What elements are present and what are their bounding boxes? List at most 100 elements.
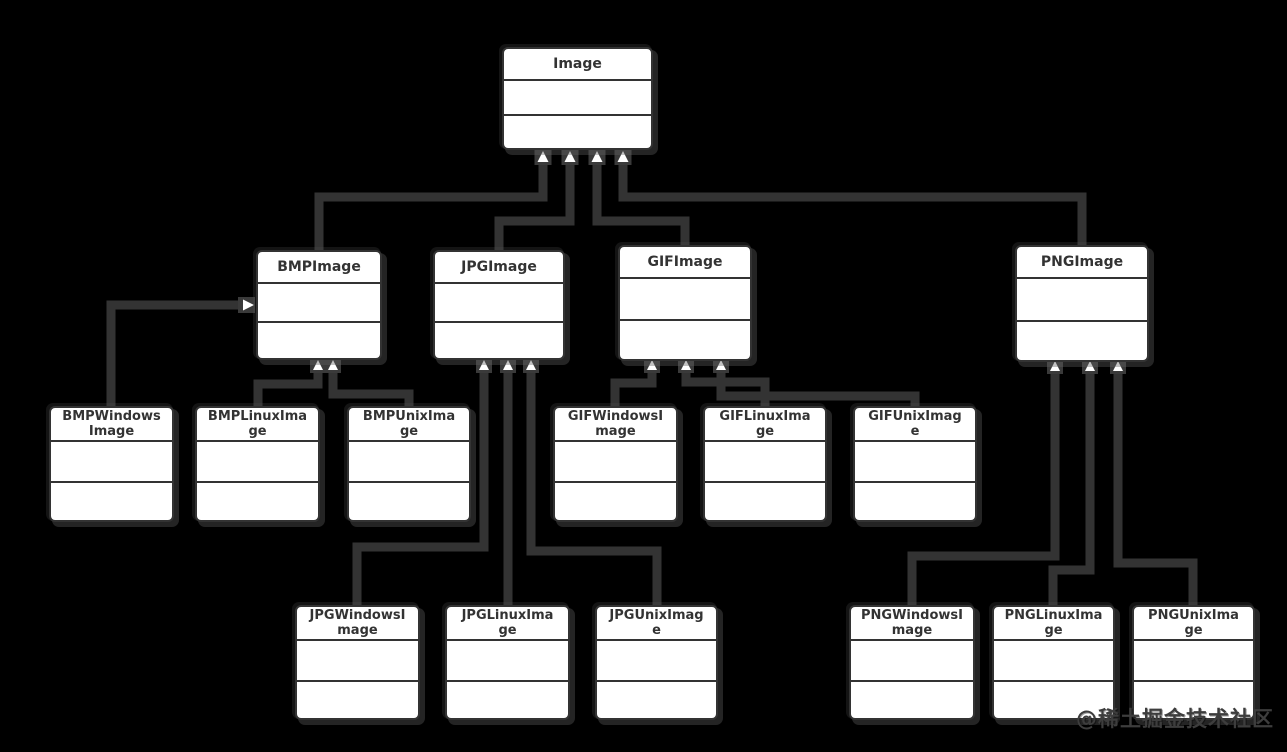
connector-gifwindowsimage-to-gifimage (610, 371, 657, 409)
class-box-jpglinuximage: JPGLinuxImage (445, 605, 570, 720)
connector-pngimage-to-image (618, 158, 1087, 248)
connector-pngunximage-to-pngimage (1113, 372, 1198, 608)
class-name: PNGUnixImage (1148, 608, 1239, 638)
class-box-gifimage: GIFImage (618, 245, 752, 361)
attributes-compartment (504, 79, 651, 114)
class-box-pngunximage: PNGUnixImage (1132, 605, 1255, 720)
attributes-compartment (994, 639, 1113, 680)
operations-compartment (447, 679, 568, 718)
attributes-compartment (258, 282, 380, 321)
class-name: JPGWindowsImage (309, 608, 406, 638)
class-box-image: Image (502, 47, 653, 150)
connector-jpgimage-to-image (494, 158, 575, 253)
attributes-compartment (855, 440, 975, 481)
connector-pngwindowsimage-to-pngimage (907, 372, 1060, 608)
class-name: BMPUnixImage (362, 409, 456, 439)
class-box-bmplinuximage: BMPLinuxImage (195, 406, 320, 522)
watermark-text: @稀土掘金技术社区 (1076, 707, 1274, 731)
operations-compartment (349, 481, 469, 520)
connector-jpgwindowsimage-to-jpgimage (352, 372, 489, 608)
attributes-compartment (447, 639, 568, 680)
inheritance-arrowhead (1047, 360, 1063, 374)
inheritance-arrowhead (644, 359, 660, 373)
attributes-compartment (297, 639, 418, 680)
attributes-compartment (705, 440, 825, 481)
class-name: PNGWindowsImage (861, 608, 963, 638)
class-box-bmpunximage: BMPUnixImage (347, 406, 471, 522)
class-box-pnglinuximage: PNGLinuxImage (992, 605, 1115, 720)
class-box-jpgimage: JPGImage (433, 250, 565, 360)
class-name: BMPImage (277, 258, 361, 275)
connector-bmpimage-to-image (314, 158, 548, 253)
operations-compartment (1134, 679, 1253, 718)
inheritance-arrowhead (614, 150, 632, 165)
inheritance-arrowhead (534, 150, 552, 165)
class-name: PNGLinuxImage (1004, 608, 1103, 638)
class-name: GIFLinuxImage (719, 409, 811, 439)
operations-compartment (555, 481, 676, 520)
operations-compartment (197, 481, 318, 520)
class-box-gifwindowsimage: GIFWindowsImage (553, 406, 678, 522)
operations-compartment (258, 321, 380, 358)
inheritance-arrowhead (588, 150, 606, 165)
class-box-jpgwindowsimage: JPGWindowsImage (295, 605, 420, 720)
connector-bmpwindowsimage-to-bmpimage (106, 300, 246, 408)
attributes-compartment (197, 440, 318, 481)
operations-compartment (620, 319, 750, 359)
operations-compartment (851, 679, 973, 718)
inheritance-arrowhead (1082, 360, 1098, 374)
connector-gifunximage-to-gifimage (716, 371, 920, 409)
operations-compartment (597, 679, 716, 718)
attributes-compartment (1134, 639, 1253, 680)
connector-gifimage-to-image (592, 158, 690, 248)
attributes-compartment (851, 639, 973, 680)
class-box-bmpwindowsimage: BMPWindowsImage (49, 406, 174, 522)
inheritance-arrowhead (1110, 360, 1126, 374)
inheritance-arrowhead (713, 359, 729, 373)
attributes-compartment (620, 277, 750, 319)
operations-compartment (504, 114, 651, 148)
connector-jpgunximage-to-jpgimage (526, 372, 662, 608)
attributes-compartment (51, 440, 172, 481)
class-name: Image (553, 55, 602, 72)
class-name: GIFWindowsImage (567, 409, 664, 439)
inheritance-arrowhead (310, 359, 326, 373)
connector-bmpunximage-to-bmpimage (328, 370, 414, 409)
attributes-compartment (349, 440, 469, 481)
class-name: JPGUnixImage (609, 608, 704, 638)
operations-compartment (705, 481, 825, 520)
attributes-compartment (1017, 277, 1147, 320)
operations-compartment (855, 481, 975, 520)
class-name: BMPWindowsImage (62, 409, 161, 439)
class-box-bmpimage: BMPImage (256, 250, 382, 360)
operations-compartment (994, 679, 1113, 718)
inheritance-arrowhead (561, 150, 579, 165)
class-box-gifunximage: GIFUnixImage (853, 406, 977, 522)
connector-bmplinuximage-to-bmpimage (253, 370, 323, 409)
inheritance-arrowhead (678, 359, 694, 373)
operations-compartment (51, 481, 172, 520)
operations-compartment (1017, 319, 1147, 360)
class-box-jpgunximage: JPGUnixImage (595, 605, 718, 720)
arrowhead-layer (238, 150, 1126, 374)
inheritance-arrowhead (500, 359, 516, 373)
class-name: JPGImage (461, 258, 537, 275)
inheritance-arrowhead (325, 359, 341, 373)
attributes-compartment (597, 639, 716, 680)
inheritance-arrowhead (238, 297, 255, 313)
class-name: BMPLinuxImage (207, 409, 308, 439)
operations-compartment (297, 679, 418, 718)
operations-compartment (435, 321, 563, 358)
inheritance-arrowhead (523, 359, 539, 373)
class-name: GIFImage (647, 253, 723, 270)
class-name: PNGImage (1040, 253, 1124, 270)
connector-pnglinuximage-to-pngimage (1048, 372, 1095, 608)
attributes-compartment (435, 282, 563, 321)
class-name: JPGLinuxImage (461, 608, 554, 638)
class-box-pngimage: PNGImage (1015, 245, 1149, 362)
attributes-compartment (555, 440, 676, 481)
inheritance-arrowhead (476, 359, 492, 373)
class-name: GIFUnixImage (868, 409, 962, 439)
